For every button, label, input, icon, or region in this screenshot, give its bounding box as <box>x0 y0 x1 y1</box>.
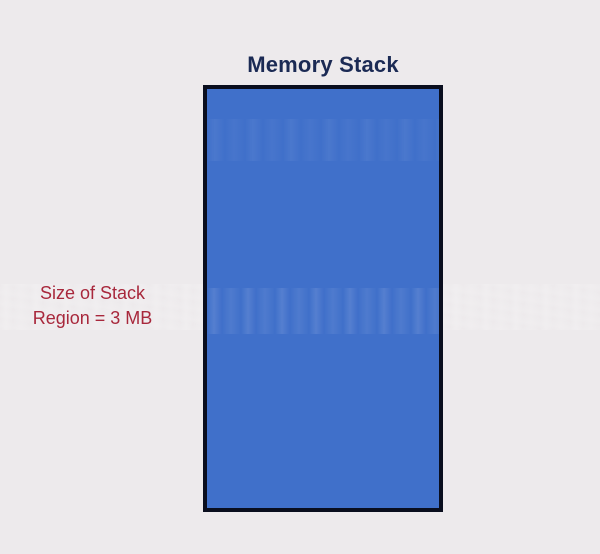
memory-stack-block-fill <box>207 89 439 508</box>
page-title: Memory Stack <box>0 52 600 78</box>
stack-size-annotation: Size of Stack Region = 3 MB <box>0 281 185 331</box>
stack-size-annotation-line-2: Region = 3 MB <box>32 308 153 328</box>
memory-stack-block <box>203 85 443 512</box>
stack-size-annotation-line-1: Size of Stack <box>39 283 146 303</box>
page-title-text: Memory Stack <box>247 52 399 77</box>
